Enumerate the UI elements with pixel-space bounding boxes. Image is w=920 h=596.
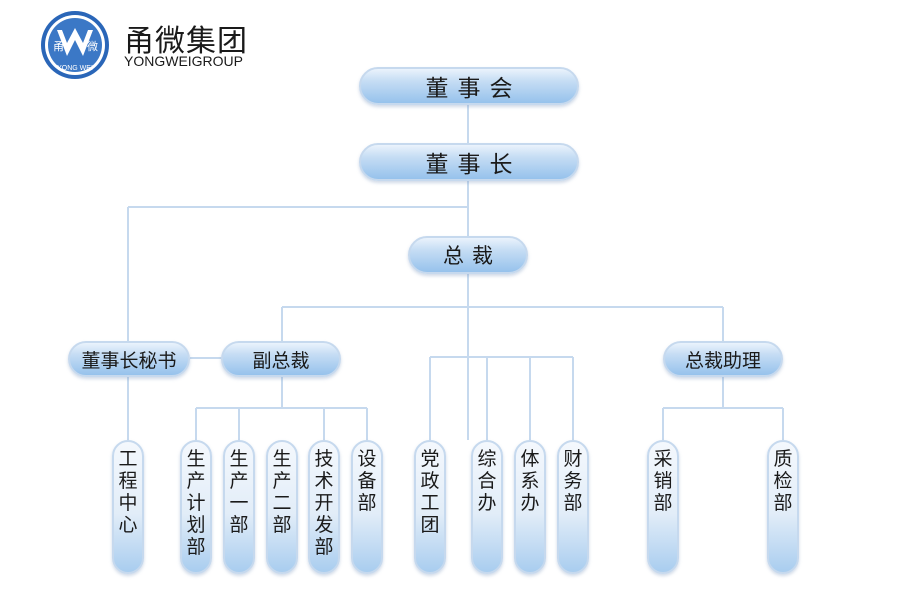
dept-finance: 财务部 bbox=[557, 440, 589, 574]
dept-equipment: 设备部 bbox=[351, 440, 383, 574]
logo-bottom-text: YONG WEI bbox=[57, 65, 93, 72]
dept-label: 财务部 bbox=[563, 448, 583, 514]
dept-label: 生产二部 bbox=[272, 448, 292, 536]
dept-label: 生产一部 bbox=[229, 448, 249, 536]
logo-char-right: 微 bbox=[87, 39, 98, 53]
node-president: 总裁 bbox=[408, 236, 528, 274]
brand-name-english: YONGWEIGROUP bbox=[124, 53, 244, 69]
dept-label: 工程中心 bbox=[118, 448, 138, 536]
dept-production-one: 生产一部 bbox=[223, 440, 255, 574]
node-vice-president: 副总裁 bbox=[221, 341, 341, 377]
dept-label: 设备部 bbox=[357, 448, 377, 514]
dept-label: 质检部 bbox=[773, 448, 793, 514]
dept-label: 党政工团 bbox=[420, 448, 440, 536]
dept-label: 采销部 bbox=[653, 448, 673, 514]
dept-label: 技术开发部 bbox=[314, 448, 334, 558]
logo-char-left: 甬 bbox=[53, 40, 64, 53]
node-chairman: 董事长 bbox=[359, 143, 579, 181]
dept-engineering-center: 工程中心 bbox=[112, 440, 144, 574]
dept-quality-inspection: 质检部 bbox=[767, 440, 799, 574]
dept-label: 体系办 bbox=[520, 448, 540, 514]
dept-label: 生产计划部 bbox=[186, 448, 206, 558]
dept-production-two: 生产二部 bbox=[266, 440, 298, 574]
dept-production-planning: 生产计划部 bbox=[180, 440, 212, 574]
dept-general-office: 综合办 bbox=[471, 440, 503, 574]
brand-name-chinese: 甬微集团 bbox=[124, 24, 248, 59]
dept-tech-development: 技术开发部 bbox=[308, 440, 340, 574]
node-board: 董事会 bbox=[359, 67, 579, 105]
node-secretary: 董事长秘书 bbox=[68, 341, 190, 377]
dept-system-office: 体系办 bbox=[514, 440, 546, 574]
yongwei-logo: 甬 微 YONG WEI bbox=[41, 11, 109, 79]
node-president-assistant: 总裁助理 bbox=[663, 341, 783, 377]
dept-label: 综合办 bbox=[477, 448, 497, 514]
dept-procurement-sales: 采销部 bbox=[647, 440, 679, 574]
dept-party-union: 党政工团 bbox=[414, 440, 446, 574]
